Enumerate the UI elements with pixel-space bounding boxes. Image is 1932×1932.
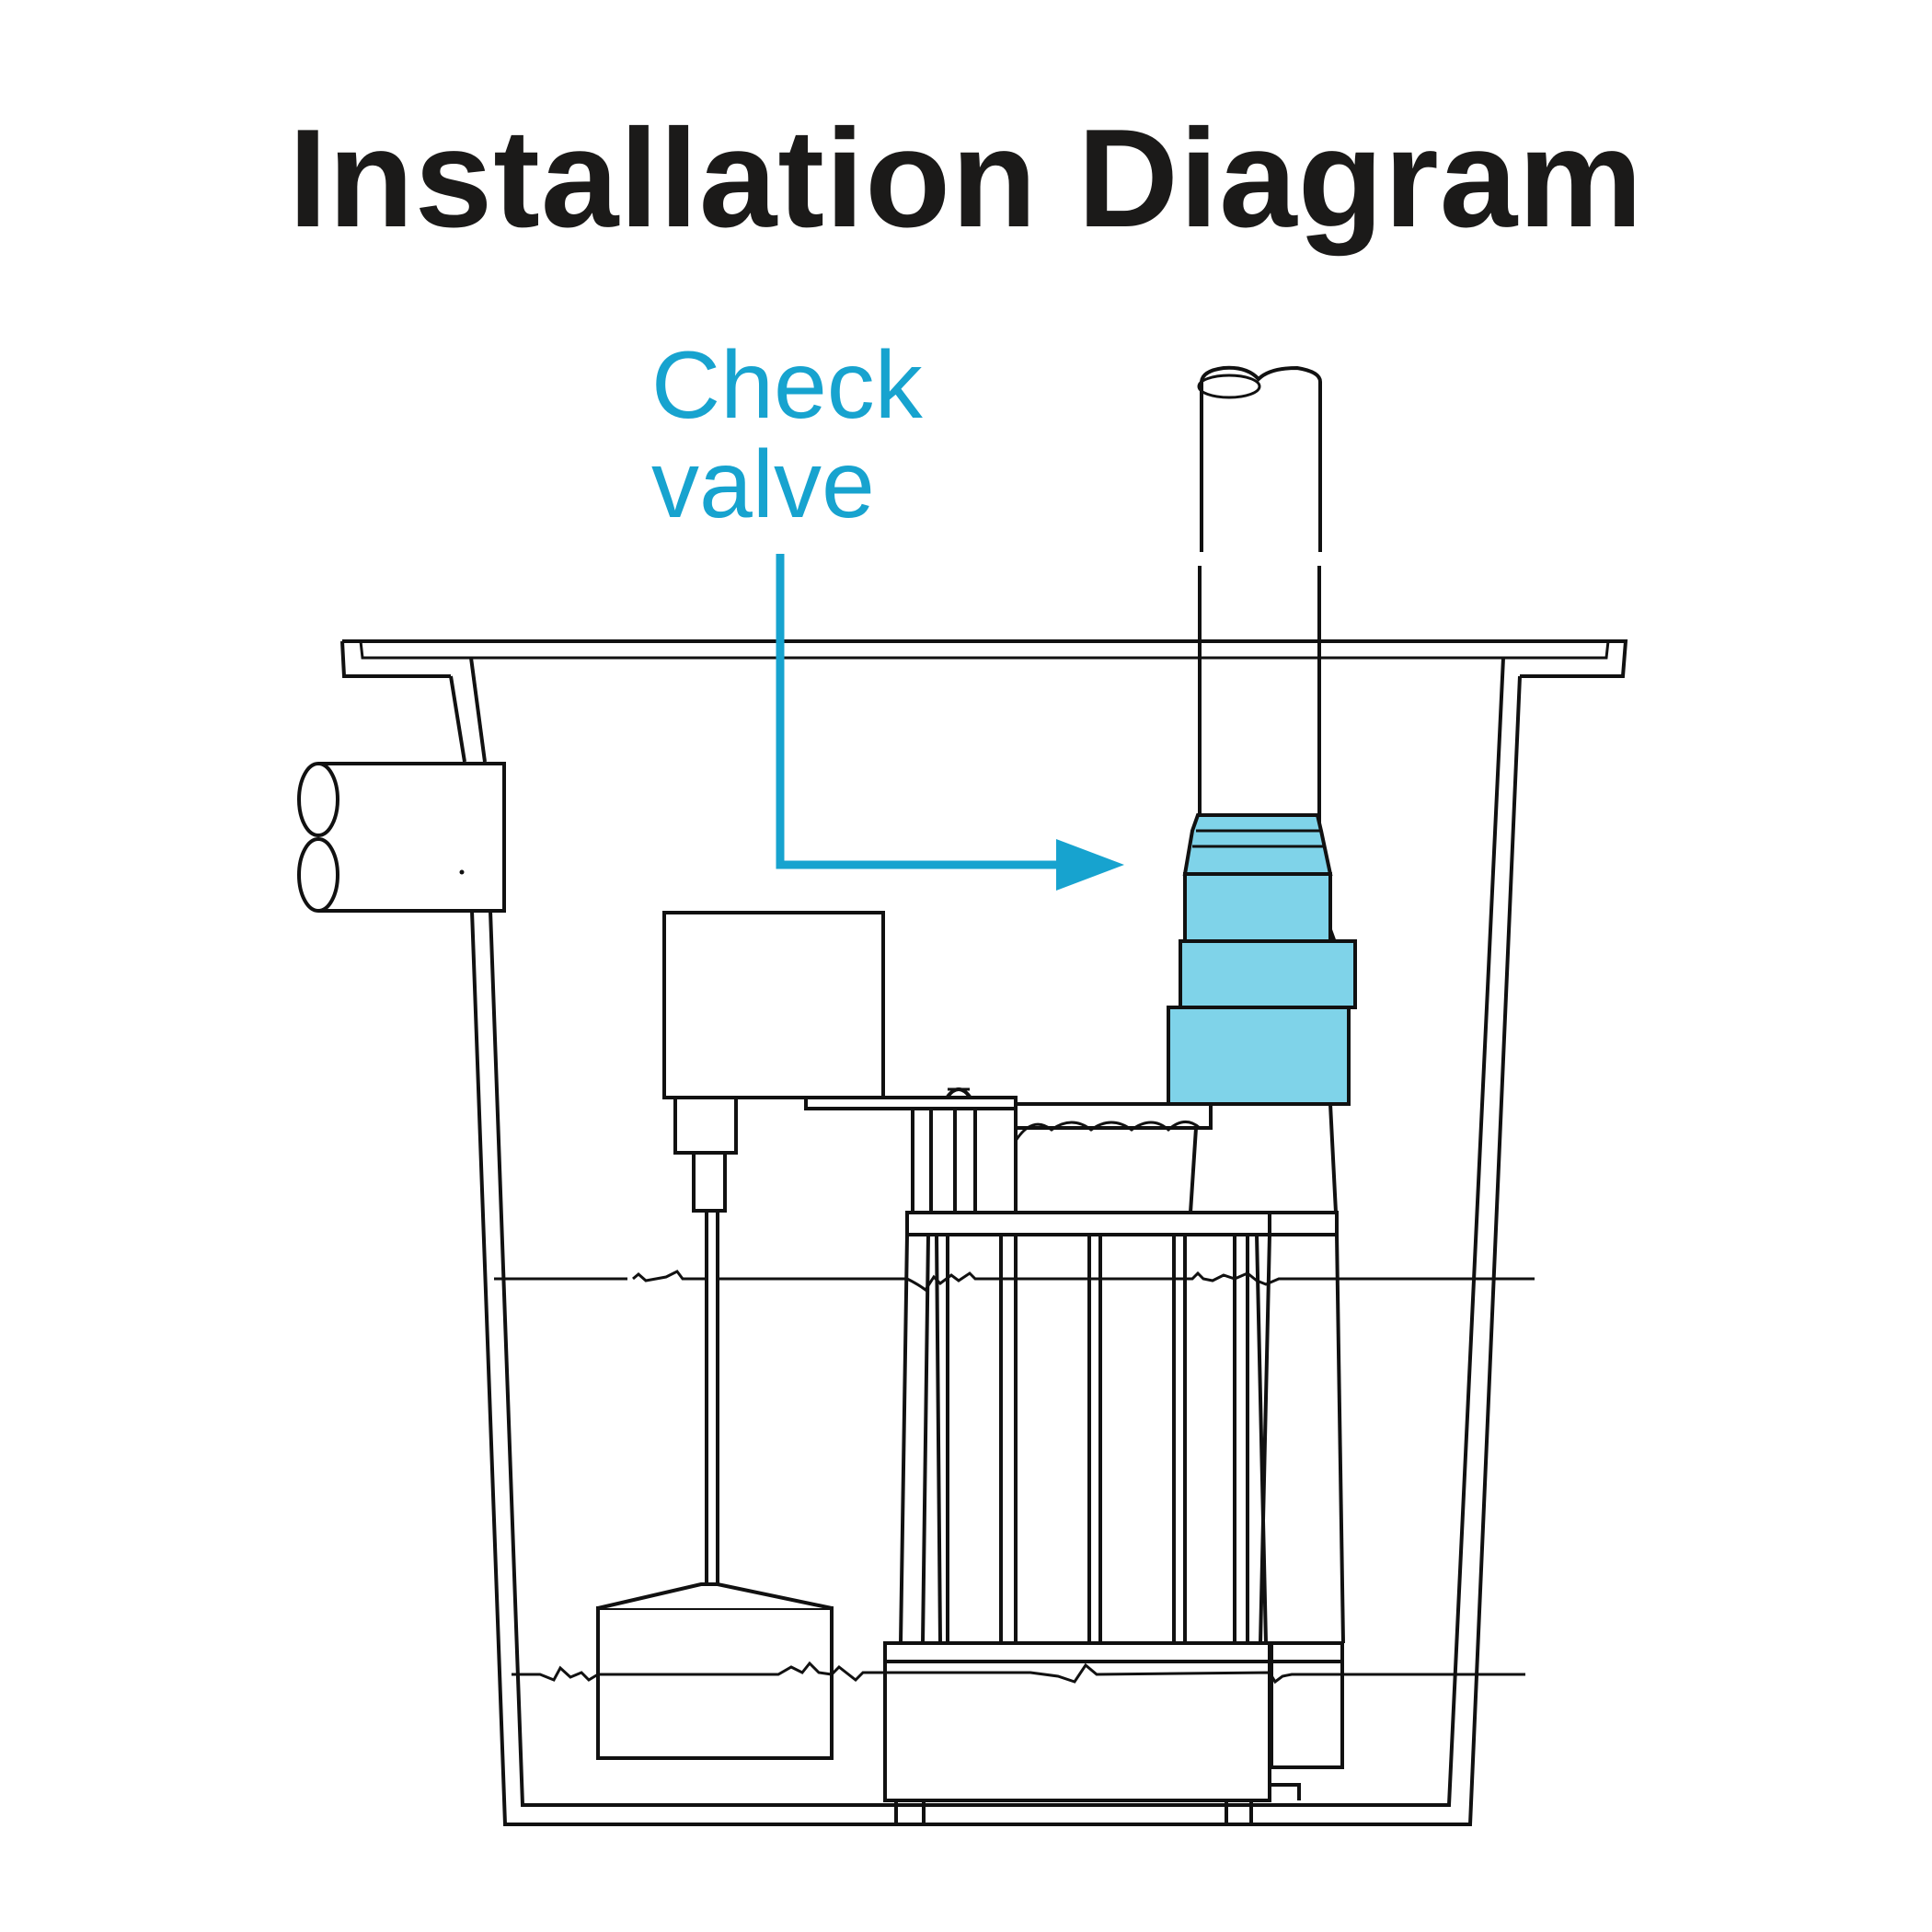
water-level-low — [512, 1661, 1525, 1685]
mounting-bracket — [804, 1087, 1213, 1142]
check-valve-label-line-1: Check — [651, 332, 923, 439]
discharge-pipe — [1197, 365, 1322, 856]
page-title: Installation Diagram — [288, 100, 1644, 257]
check-valve — [1167, 813, 1357, 1106]
check-valve-arrow — [776, 554, 1124, 891]
basin-rim — [340, 639, 1628, 678]
check-valve-label: Check valve — [651, 336, 923, 535]
sump-basin — [449, 657, 1522, 1826]
check-valve-label-line-2: valve — [651, 431, 875, 538]
switch-box — [662, 911, 885, 1605]
pump-float — [596, 1582, 834, 1760]
inlet-pipe — [297, 762, 506, 913]
pump-body — [883, 1103, 1345, 1824]
water-level-high — [494, 1270, 1535, 1293]
